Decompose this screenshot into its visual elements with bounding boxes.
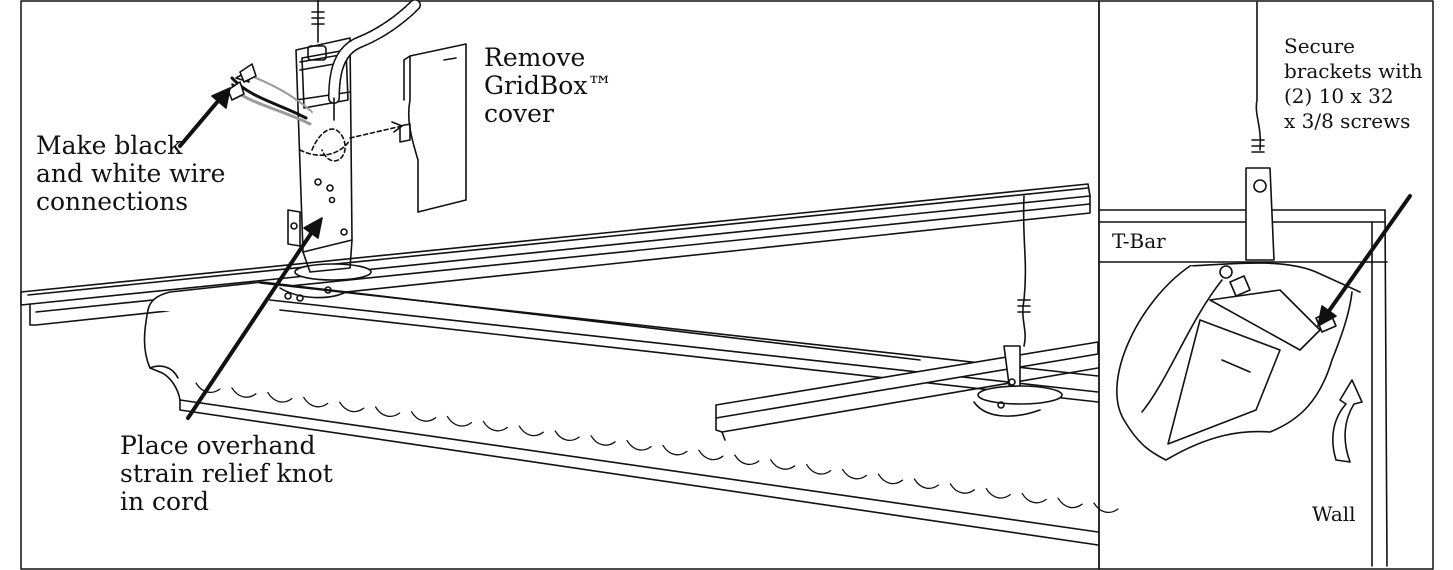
louver [913,478,940,490]
label-wall: Wall [1312,502,1356,527]
detail-pointer-arrow [1322,194,1412,320]
removal-arrow-head [391,121,403,133]
louver [410,411,437,422]
louver [303,396,329,408]
pointer-arrow-strain-head [303,217,323,239]
label-line: GridBox™ [484,71,613,100]
louver [446,415,473,427]
label-line: and white wire [36,159,226,188]
label-line: cover [484,99,554,128]
supply-wire [311,0,325,43]
hanger-bracket-right [973,195,1063,417]
pointer-arrow-wire-head [211,87,231,109]
label-line: Secure [1284,34,1356,58]
label-line: strain relief knot [120,459,333,488]
removal-arrow [349,125,403,139]
label-line: in cord [120,487,210,516]
label-line: (2) 10 x 32 [1284,84,1394,108]
louver [374,406,401,418]
rotate-arrow-icon [1332,379,1363,463]
louver [662,444,688,456]
detail-pointer-arrow-head [1317,305,1337,327]
label-line: Remove [484,43,586,72]
louver [590,435,616,446]
label-secure-brackets: Secure brackets with (2) 10 x 32 x 3/8 s… [1284,34,1423,134]
label-line: Wall [1312,502,1356,526]
louver [877,473,904,485]
label-strain-relief: Place overhand strain relief knot in cor… [120,432,333,516]
pointer-arrow-wire [178,92,226,148]
gridbox-cover [399,43,467,213]
louver [482,420,509,432]
louver [1057,497,1083,509]
louver [518,425,544,437]
t-bar-cross [715,341,1099,441]
label-line: connections [36,187,189,216]
label-line: T-Bar [1112,229,1166,253]
mounting-disc [279,263,372,302]
louver [770,459,796,470]
label-line: Make black [36,131,183,160]
louver [339,401,365,413]
louver [734,454,760,466]
label-remove-cover: Remove GridBox™ cover [484,44,612,128]
louvers [195,382,1119,514]
flexible-conduit [328,0,421,121]
louver [841,468,868,480]
luminaire-housing [143,281,1099,546]
louver [985,487,1011,499]
louver [1021,492,1047,504]
label-wire-connections: Make black and white wire connections [36,132,225,216]
louver [949,483,975,494]
louver [805,463,832,475]
detail-t-bar [1098,209,1388,567]
louver [231,387,257,398]
label-t-bar: T-Bar [1112,229,1166,254]
louver [267,391,293,403]
detail-hanger [1245,1,1275,261]
label-line: x 3/8 screws [1284,109,1411,133]
louver [698,449,724,461]
louver [626,439,652,451]
label-line: brackets with [1284,59,1423,83]
pointer-arrow-strain [186,224,318,420]
label-line: Place overhand [120,431,316,460]
t-bar-main [20,183,1091,326]
wire-leads [227,63,313,126]
detail-luminaire-section [1116,262,1361,461]
louver [554,430,580,442]
louver [1093,502,1119,514]
detail-panel-border [1098,0,1434,570]
